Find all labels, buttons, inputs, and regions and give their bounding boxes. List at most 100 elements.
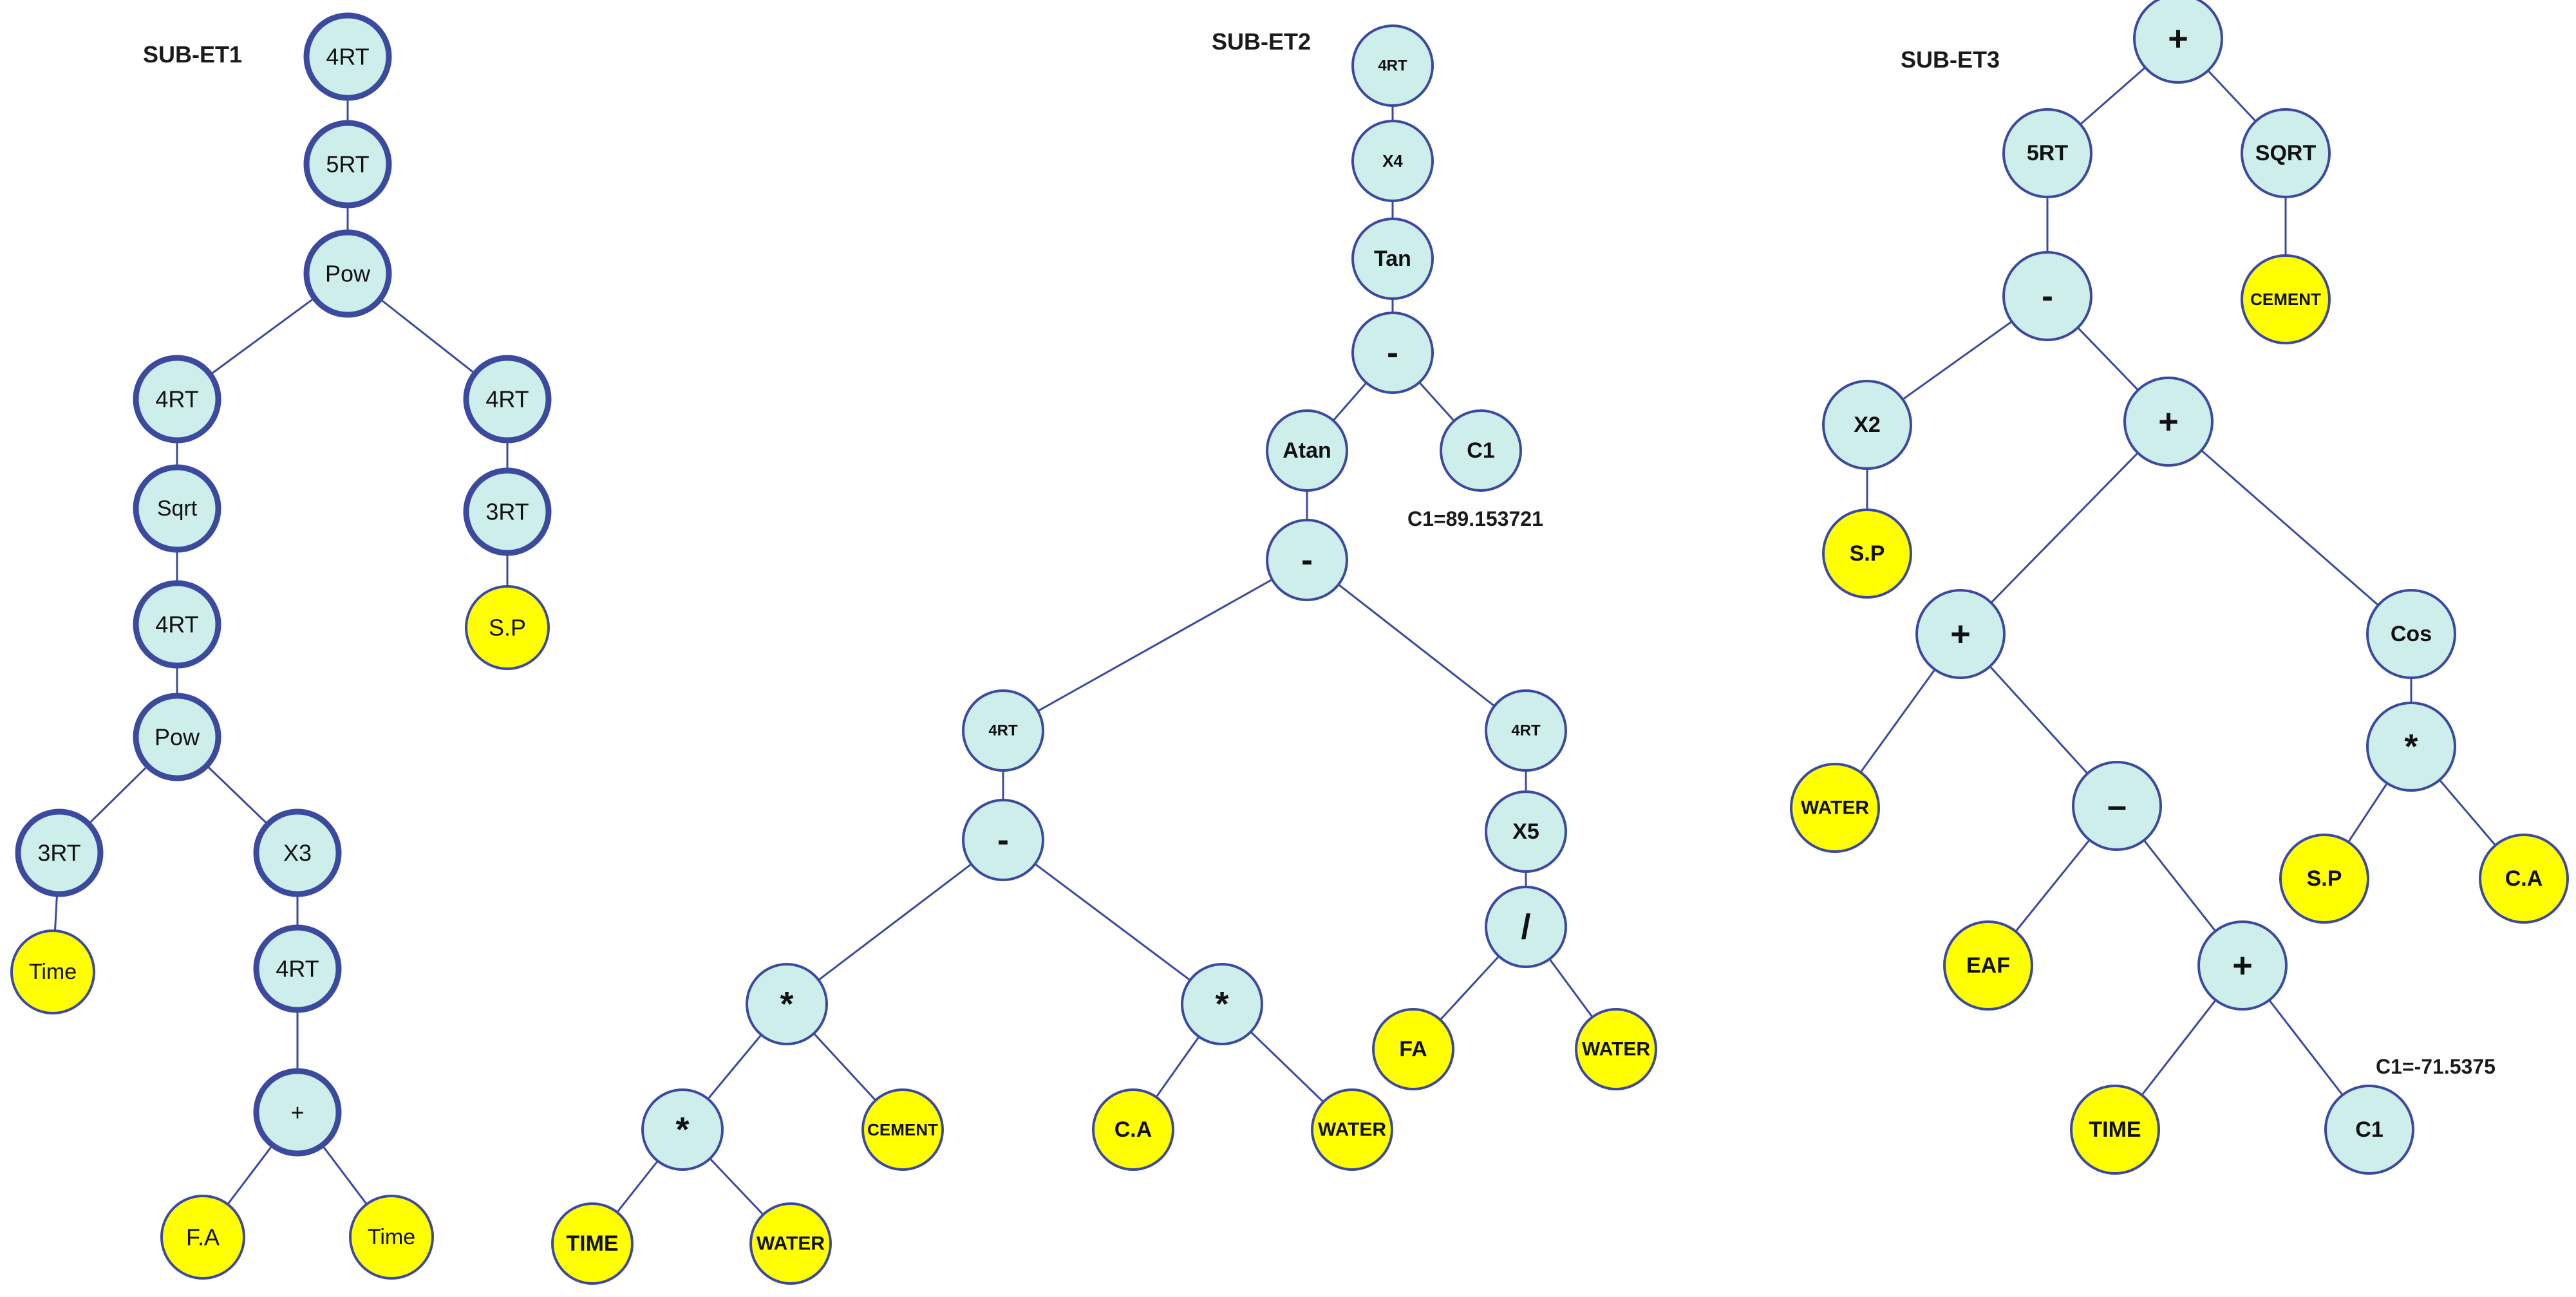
node-label: S.P [489,615,526,641]
node-label: WATER [1801,798,1869,819]
node-label: X4 [1382,151,1403,171]
node-circle [160,1195,245,1280]
operator-node-b11: * [746,963,828,1045]
node-label: 4RT [988,722,1018,740]
node-circle [2479,834,2569,924]
operator-node-a1: 4RT [303,12,392,101]
node-label: CEMENT [2250,290,2321,309]
node-circle [303,120,392,209]
node-circle [2241,254,2331,344]
node-circle [253,924,342,1013]
node-label: - [2042,277,2053,315]
leaf-node-b15: TIME [551,1202,634,1285]
node-circle [2070,1085,2160,1175]
node-circle [861,1088,944,1171]
node-label: + [2168,19,2188,58]
node-label: * [675,1110,689,1149]
node-circle [15,808,104,897]
edge-b10-b11 [786,839,1004,1005]
node-label: C.A [2505,866,2543,891]
leaf-node-b14: CEMENT [861,1088,944,1171]
node-label: * [1215,985,1228,1023]
operator-node-b20: / [1485,886,1567,968]
node-circle [962,689,1044,772]
leaf-node-b18: WATER [1311,1088,1393,1171]
tree-1-edges [52,57,509,1238]
node-label: CEMENT [867,1120,938,1139]
sub-et2-title: SUB-ET2 [1212,28,1311,55]
node-label: X3 [283,840,312,866]
operator-node-b4: - [1351,312,1434,394]
node-label: X2 [1854,413,1881,437]
node-circle [1440,409,1522,492]
leaf-node-b17: C.A [1092,1088,1174,1171]
operator-node-c19: C1 [2324,1085,2414,1175]
node-circle [1311,1088,1393,1171]
operator-node-b1: 4RT [1351,24,1434,107]
node-circle [1915,589,2006,679]
operator-node-b8: 4RT [962,689,1044,772]
node-label: – [2107,787,2127,825]
node-circle [1372,1008,1454,1090]
node-circle [253,1068,342,1157]
node-label: 4RT [155,386,198,413]
node-circle [1485,886,1567,968]
node-circle [2366,702,2456,792]
edge-c7-c10 [2168,420,2412,635]
node-label: SQRT [2255,141,2317,165]
edge-b10-b12 [1002,839,1223,1005]
tree-edges [52,37,2525,1245]
node-circle [2279,834,2369,924]
node-circle [303,229,392,318]
operator-node-c6: X2 [1822,380,1912,470]
node-circle [1351,24,1434,107]
node-label: 3RT [485,499,529,525]
node-label: Time [368,1225,415,1249]
node-label: 4RT [326,44,369,70]
node-circle [1822,380,1912,470]
node-label: + [290,1099,304,1126]
edge-b7-b9 [1306,559,1527,732]
operator-node-b10: - [962,799,1044,881]
operator-node-a8: Pow [133,693,221,781]
node-label: Pow [325,261,371,287]
node-label: - [997,821,1009,859]
operator-node-c2: 5RT [2002,108,2092,198]
operator-node-b3: Tan [1351,218,1434,300]
operator-node-c1: + [2133,0,2223,84]
node-circle [10,929,95,1014]
operator-node-a7: 4RT [133,580,221,669]
node-label: Time [29,960,77,984]
operator-node-b12: * [1181,963,1263,1045]
leaf-node-c18: TIME [2070,1085,2160,1175]
node-circle [2002,108,2092,198]
operator-node-a12: 4RT [253,924,342,1013]
node-circle [1092,1088,1174,1171]
leaf-node-a15: Time [349,1195,434,1280]
operator-node-a6: Sqrt [133,464,221,553]
node-label: S.P [1850,541,1885,566]
operator-node-c10: Cos [2366,589,2456,679]
operator-node-c12: – [2072,761,2162,851]
leaf-node-a11: Time [10,929,95,1014]
node-circle [253,808,342,897]
node-label: + [1950,615,1971,653]
tree-titles: SUB-ET1 SUB-ET2 SUB-ET3 C1=89.153721 C1=… [143,28,2496,1078]
leaf-node-b21: FA [1372,1008,1454,1090]
operator-node-c17: + [2197,920,2288,1011]
node-circle [749,1202,832,1285]
leaf-node-c15: C.A [2479,834,2569,924]
node-label: C1 [1467,438,1494,463]
sub-et3-title: SUB-ET3 [1901,46,2000,73]
node-label: WATER [1318,1119,1386,1141]
operator-node-a5: 4RT [463,355,552,443]
node-label: 4RT [1511,722,1541,740]
node-label: WATER [1582,1039,1650,1060]
node-label: C1 [2355,1117,2383,1142]
node-label: EAF [1966,953,2010,978]
operator-node-b2: X4 [1351,120,1434,202]
edge-b7-b8 [1002,559,1308,732]
node-circle [303,12,392,101]
